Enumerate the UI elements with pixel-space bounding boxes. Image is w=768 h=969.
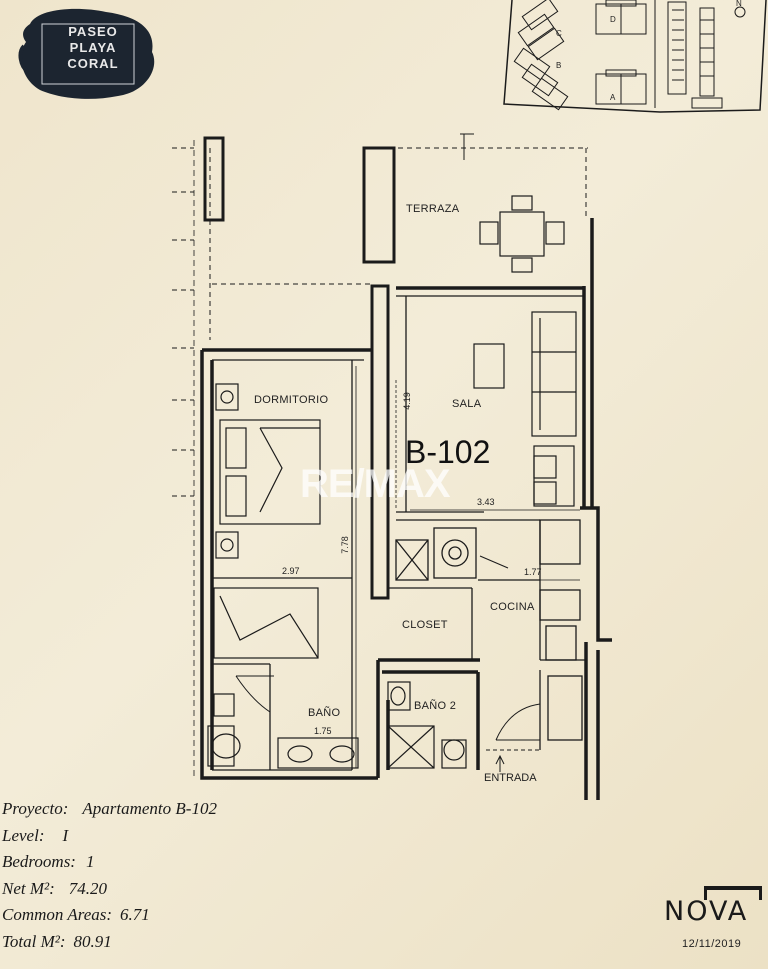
nova-brand-logo: NOVA: [664, 896, 749, 927]
svg-text:B: B: [556, 61, 561, 70]
unit-code: B-102: [405, 434, 491, 470]
info-net-m2: Net M²:74.20: [2, 878, 108, 898]
room-bano: BAÑO: [308, 707, 341, 719]
terrace-door-marker: [460, 133, 474, 160]
key-plan-parking: [667, 1, 723, 109]
walls: [200, 218, 612, 800]
plan-date: 12/11/2019: [682, 938, 742, 950]
key-plan: [503, 0, 767, 113]
key-plan-building-a: [595, 69, 647, 105]
bedroom-furniture: [213, 383, 321, 659]
logo-text: PASEO PLAYA CORAL: [38, 24, 148, 72]
key-plan-building-b: [513, 47, 569, 111]
room-terraza: TERRAZA: [406, 203, 460, 215]
entrada-label: ENTRADA: [484, 772, 537, 784]
dim-sala-width: 3.43: [477, 497, 495, 507]
info-bedrooms: Bedrooms:1: [2, 852, 95, 871]
info-total-m2: Total M²:80.91: [2, 931, 112, 951]
room-bano-2: BAÑO 2: [414, 700, 457, 712]
site-guides: [172, 147, 588, 497]
planter-left: [203, 136, 225, 222]
key-plan-building-d: [595, 0, 647, 35]
info-common-areas: Common Areas:6.71: [2, 905, 150, 924]
remax-watermark: RE/MAX: [300, 462, 451, 506]
info-level: Level:I: [2, 825, 69, 845]
nova-bar: [704, 886, 762, 890]
logo-line-3: CORAL: [67, 56, 119, 71]
dimension-lines: [216, 366, 580, 768]
dim-bedroom-width: 2.97: [282, 566, 300, 576]
room-closet: CLOSET: [402, 619, 448, 631]
info-proyecto: Proyecto:Apartamento B-102: [2, 799, 217, 818]
svg-text:A: A: [610, 93, 616, 102]
doors: [235, 555, 541, 772]
logo-line-2: PLAYA: [69, 40, 117, 55]
dim-sala-depth: 4.19: [401, 392, 412, 410]
terrace-dining-table: [479, 195, 565, 273]
partitions: [212, 295, 586, 771]
paseo-playa-coral-logo: [18, 8, 155, 99]
key-plan-building-c: [517, 0, 565, 61]
bath-fixtures: [207, 681, 467, 769]
dim-total-depth: 7.78: [339, 536, 350, 554]
key-label-d: D: [610, 15, 616, 24]
svg-text:N: N: [736, 0, 742, 8]
planter-terrace: [362, 146, 396, 264]
room-cocina: COCINA: [490, 601, 535, 613]
dim-bath-width: 1.75: [314, 726, 332, 736]
room-dormitorio: DORMITORIO: [254, 394, 329, 406]
key-plan-labels: D C B A N: [556, 0, 742, 102]
svg-text:C: C: [556, 29, 562, 38]
room-sala: SALA: [452, 398, 482, 410]
unit-info: Proyecto:Apartamento B-102 Level:I Bedro…: [2, 796, 217, 955]
logo-line-1: PASEO: [68, 24, 118, 39]
dim-kitchen-width: 1.77: [524, 567, 542, 577]
sala-furniture: [473, 311, 577, 507]
